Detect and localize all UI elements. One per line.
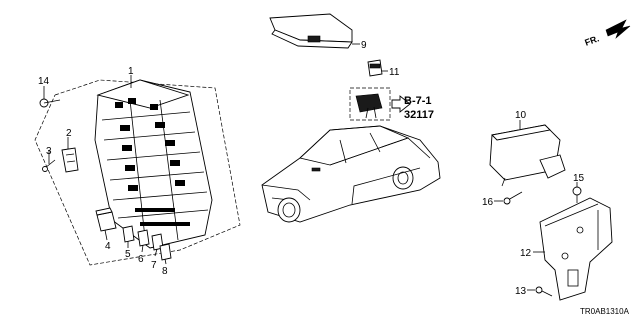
callout-13: 13 [515, 286, 527, 297]
callout-15: 15 [573, 173, 585, 184]
callout-6: 6 [138, 254, 144, 265]
bracket-12-part[interactable] [539, 197, 613, 301]
reference-section[interactable]: B-7-1 [404, 95, 432, 107]
fuse-puller-2-part[interactable] [61, 147, 79, 173]
callout-2: 2 [66, 128, 72, 139]
vehicle-outline [261, 125, 441, 223]
diagram-code: TR0AB1310A [580, 307, 630, 316]
reference-arrow [391, 95, 411, 113]
fuse-box-group [34, 79, 241, 266]
reference-connector [349, 87, 391, 121]
callout-9: 9 [361, 40, 367, 51]
relay-4-part[interactable] [95, 207, 117, 232]
callout-4: 4 [105, 241, 111, 252]
screw-3-part[interactable] [42, 159, 56, 172]
callout-3: 3 [46, 146, 52, 157]
bolt-16-part[interactable] [503, 191, 523, 205]
callout-7: 7 [151, 260, 157, 271]
clips-5-8-parts[interactable] [122, 225, 172, 261]
bolt-13-part[interactable] [535, 286, 553, 297]
sensor-cover-9-part[interactable] [269, 13, 353, 49]
callout-11: 11 [389, 67, 400, 78]
relay-11-part[interactable] [367, 59, 383, 77]
callout-8: 8 [162, 266, 168, 277]
callout-14: 14 [38, 76, 50, 87]
callout-16: 16 [482, 197, 494, 208]
callout-5: 5 [125, 249, 131, 260]
callout-1: 1 [128, 66, 134, 77]
front-direction-marker: FR. [583, 19, 631, 48]
callout-12: 12 [520, 248, 532, 259]
bolt-15-part[interactable] [572, 186, 582, 203]
front-label: FR. [583, 33, 600, 47]
callout-10: 10 [515, 110, 527, 121]
reference-number[interactable]: 32117 [404, 109, 434, 121]
leader-lines-left [43, 75, 167, 265]
control-unit-10-part[interactable] [489, 124, 566, 187]
fuse-box-part[interactable] [94, 79, 213, 249]
group-frame [34, 79, 241, 266]
